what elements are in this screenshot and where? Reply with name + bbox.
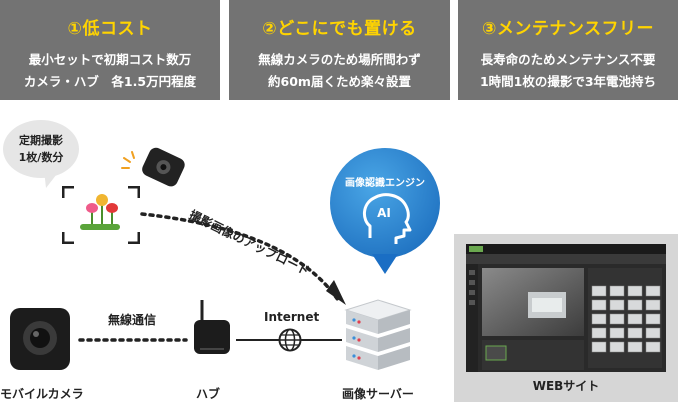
bubble-tail	[44, 170, 60, 188]
feature-panel-low-cost: ①低コスト 最小セットで初期コスト数万 カメラ・ハブ 各1.5万円程度	[0, 0, 220, 100]
website-panel: WEBサイト	[454, 234, 678, 402]
feature-title: ①低コスト	[67, 19, 153, 39]
feature-panel-maintenance-free: ③メンテナンスフリー 長寿命のためメンテナンス不要 1時間1枚の撮影で3年電池持…	[458, 0, 678, 100]
feature-title: ②どこにでも置ける	[262, 19, 417, 39]
feature-line: 1時間1枚の撮影で3年電池持ち	[479, 74, 657, 89]
feature-panel-place-anywhere: ②どこにでも置ける 無線カメラのため場所問わず 約60m届くため楽々設置	[229, 0, 450, 100]
wireless-label: 無線通信	[108, 313, 157, 327]
ai-head-icon: AI	[363, 193, 412, 244]
feature-line: カメラ・ハブ 各1.5万円程度	[23, 74, 197, 89]
upload-arrowhead	[326, 280, 346, 305]
hub-label: ハブ	[196, 387, 221, 401]
mobile-camera-icon	[10, 308, 70, 370]
feature-line: 長寿命のためメンテナンス不要	[480, 52, 656, 67]
website-screenshot	[466, 244, 666, 372]
periodic-capture-bubble: 定期撮影 1枚/数分	[3, 120, 79, 178]
capture-frame	[62, 186, 140, 244]
feature-line: 無線カメラのため場所問わず	[258, 52, 421, 67]
ai-badge: AI	[377, 206, 391, 220]
ai-engine-circle: 画像認識エンジン AI	[330, 148, 440, 258]
flower-icon	[80, 194, 120, 230]
internet-label: Internet	[264, 310, 320, 324]
camera-capturing-icon	[121, 147, 185, 187]
ai-engine-title: 画像認識エンジン	[345, 178, 425, 189]
bubble-line: 1枚/数分	[18, 151, 64, 164]
bubble-line: 定期撮影	[19, 134, 63, 147]
mobile-camera-label: モバイルカメラ	[0, 387, 84, 401]
globe-icon	[278, 328, 302, 352]
upload-dotted-arc	[140, 212, 340, 302]
ai-bubble-tail	[372, 254, 398, 274]
feature-line: 約60m届くため楽々設置	[268, 74, 411, 89]
feature-line: 最小セットで初期コスト数万	[28, 52, 192, 67]
website-label: WEBサイト	[532, 379, 600, 393]
image-server-label: 画像サーバー	[342, 387, 414, 401]
server-icon	[344, 299, 412, 370]
feature-title: ③メンテナンスフリー	[481, 19, 655, 39]
hub-icon	[194, 300, 230, 354]
